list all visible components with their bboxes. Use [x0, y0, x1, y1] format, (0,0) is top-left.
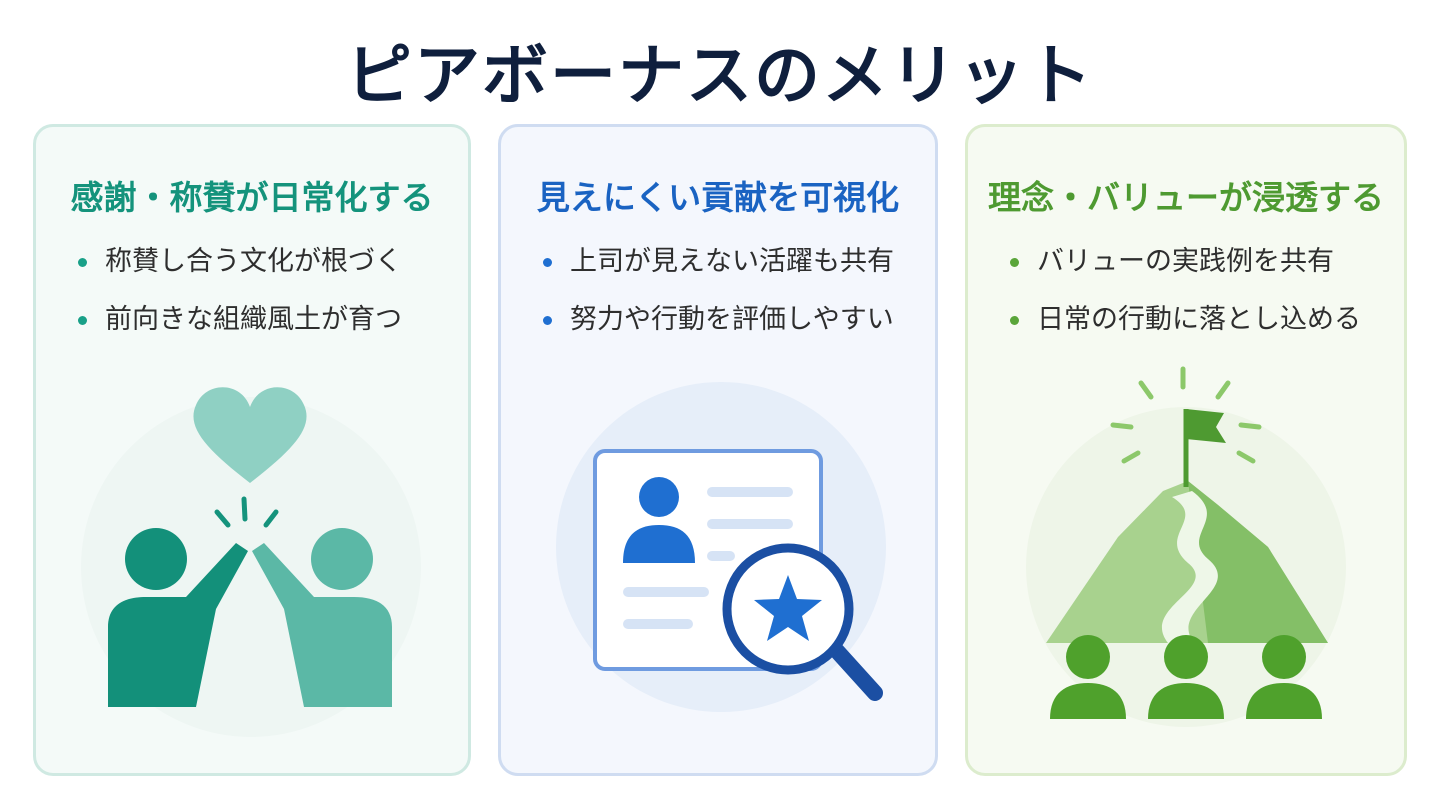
merit-card-appreciation: 感謝・称賛が日常化する 称賛し合う文化が根づく 前向きな組織風土が育つ [33, 124, 471, 776]
mountain-flag-team-icon [1026, 366, 1346, 727]
high-five-heart-icon [81, 387, 421, 737]
bullet-list: 上司が見えない活躍も共有 努力や行動を評価しやすい [543, 239, 894, 355]
bullet-item: 努力や行動を評価しやすい [543, 297, 894, 355]
card-heading: 見えにくい貢献を可視化 [536, 178, 900, 217]
merit-card-visibility: 見えにくい貢献を可視化 上司が見えない活躍も共有 努力や行動を評価しやすい [498, 124, 938, 776]
bullet-dot-icon [543, 258, 552, 267]
bullet-list: 称賛し合う文化が根づく 前向きな組織風土が育つ [78, 239, 402, 355]
card-heading: 感謝・称賛が日常化する [70, 178, 434, 217]
bullet-item: 称賛し合う文化が根づく [78, 239, 402, 297]
bullet-item: 前向きな組織風土が育つ [78, 297, 402, 355]
bullet-dot-icon [78, 258, 87, 267]
bullet-dot-icon [1010, 316, 1019, 325]
card-heading: 理念・バリューが浸透する [988, 178, 1384, 217]
bullet-dot-icon [543, 316, 552, 325]
bullet-dot-icon [1010, 258, 1019, 267]
bullet-item: バリューの実践例を共有 [1010, 239, 1361, 297]
bullet-list: バリューの実践例を共有 日常の行動に落とし込める [1010, 239, 1361, 355]
bullet-dot-icon [78, 316, 87, 325]
bullet-item: 上司が見えない活躍も共有 [543, 239, 894, 297]
merit-card-values: 理念・バリューが浸透する バリューの実践例を共有 日常の行動に落とし込める [965, 124, 1407, 776]
profile-magnifier-star-icon [556, 382, 886, 712]
page-title: ピアボーナスのメリット [346, 37, 1094, 114]
bullet-item: 日常の行動に落とし込める [1010, 297, 1361, 355]
